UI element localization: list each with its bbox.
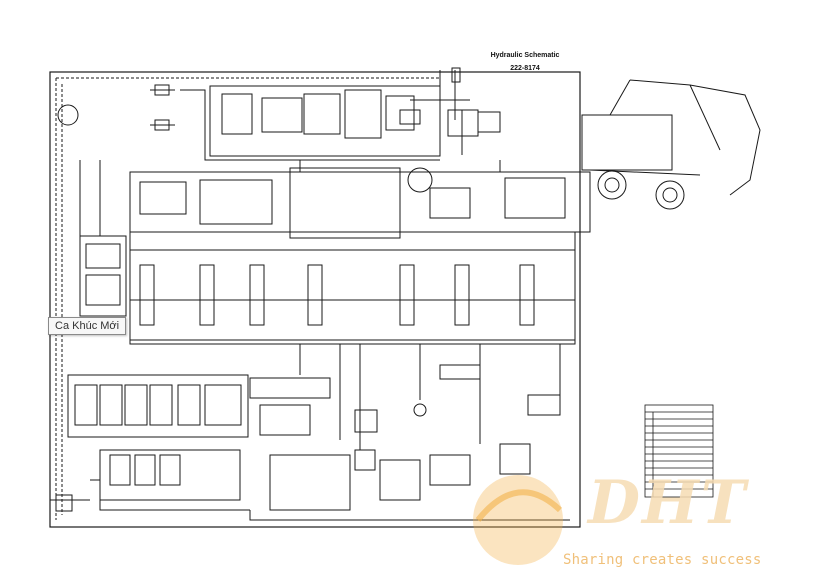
excavator-illustration	[581, 79, 761, 210]
main-pump-group	[79, 235, 127, 317]
main-control-valve	[129, 231, 576, 345]
schematic-title: Hydraulic Schematic	[490, 52, 560, 59]
logo-swoosh	[475, 489, 563, 522]
schematic-title-block: Hydraulic Schematic 222-8174	[470, 52, 580, 72]
tooltip-popup: Ca Khúc Mới	[48, 317, 127, 335]
watermark-slogan: Sharing creates success	[563, 552, 762, 568]
lower-valve-bank	[67, 374, 249, 438]
swing-motor-symbol	[407, 167, 433, 193]
pilot-manifold	[209, 85, 441, 157]
component-legend-table	[644, 404, 714, 498]
outer-dashed-line	[55, 77, 440, 520]
schematic-part-number: 222-8174	[510, 65, 540, 72]
schematic-border	[49, 71, 581, 528]
logo-circle	[473, 475, 563, 565]
upper-valve-block	[129, 171, 591, 233]
watermark-logo-text: DHT	[588, 468, 748, 538]
